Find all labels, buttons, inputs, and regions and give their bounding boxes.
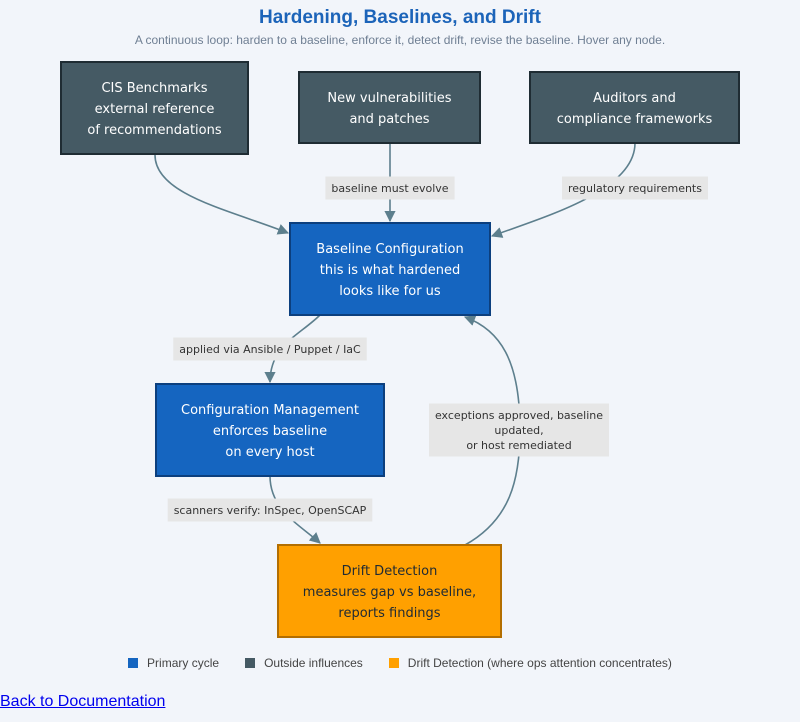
flow-diagram: baseline must evolve regulatory requireme… [60, 61, 740, 638]
node-baseline[interactable]: Baseline Configuration this is what harde… [289, 222, 491, 316]
node-vulns[interactable]: New vulnerabilities and patches [298, 71, 481, 144]
legend-item-drift: Drift Detection (where ops attention con… [388, 656, 672, 670]
node-auditors[interactable]: Auditors and compliance frameworks [529, 71, 740, 144]
node-cis-box [60, 61, 249, 155]
node-vulns-box [298, 71, 481, 144]
legend-label-outside: Outside influences [264, 656, 363, 670]
node-baseline-text: looks like for us [339, 284, 441, 299]
page-subtitle: A continuous loop: harden to a baseline,… [134, 33, 666, 47]
edge-label-text: regulatory requirements [568, 182, 702, 195]
node-cis-text: external reference [95, 102, 215, 117]
node-vulns-text: New vulnerabilities [327, 91, 451, 106]
legend: Primary cycle Outside influences Drift D… [0, 656, 800, 670]
edge-label-text: applied via Ansible / Puppet / IaC [179, 343, 361, 356]
edge-label-text: scanners verify: InSpec, OpenSCAP [174, 504, 367, 517]
node-drift-text: Drift Detection [342, 564, 438, 579]
edge-cis-to-baseline [154, 154, 290, 235]
node-cis[interactable]: CIS Benchmarks external reference of recom… [60, 61, 249, 155]
node-auditors-text: Auditors and [593, 91, 676, 106]
legend-item-outside: Outside influences [245, 656, 363, 670]
edge-label-background [428, 403, 610, 457]
nodes-layer: CIS Benchmarks external reference of recom… [60, 61, 740, 638]
legend-label-drift: Drift Detection (where ops attention con… [407, 656, 672, 670]
node-baseline-text: Baseline Configuration [316, 242, 463, 257]
edge-label-text: or host remediated [466, 439, 571, 452]
legend-swatch-primary [128, 658, 139, 668]
legend-swatch-drift [388, 658, 399, 668]
node-config-box [155, 383, 385, 477]
edge-label-drift-to-baseline: exceptions approved, baseline updated, or … [428, 403, 610, 457]
edge-label-text: exceptions approved, baseline [435, 409, 603, 422]
edge-label-background [562, 176, 708, 200]
node-config[interactable]: Configuration Management enforces baselin… [155, 383, 385, 477]
node-config-text: enforces baseline [213, 424, 327, 439]
edge-label-vulns-to-baseline: baseline must evolve [325, 176, 455, 200]
edge-label-auditors-to-baseline: regulatory requirements [562, 176, 708, 200]
node-auditors-box [529, 71, 740, 144]
page-title: Hardening, Baselines, and Drift [259, 7, 541, 28]
node-baseline-text: this is what hardened [320, 263, 461, 278]
edge-label-config-to-drift: scanners verify: InSpec, OpenSCAP [167, 498, 373, 522]
legend-label-primary: Primary cycle [147, 656, 220, 670]
legend-item-primary: Primary cycle [128, 656, 219, 670]
node-auditors-text: compliance frameworks [557, 112, 713, 127]
edge-label-baseline-to-config: applied via Ansible / Puppet / IaC [173, 337, 367, 361]
node-drift-text: reports findings [338, 606, 440, 621]
edge-label-text: baseline must evolve [331, 182, 448, 195]
node-cis-text: of recommendations [87, 123, 222, 138]
edge-label-background [167, 498, 373, 522]
edge-labels-layer: baseline must evolve regulatory requireme… [167, 176, 708, 522]
node-cis-text: CIS Benchmarks [101, 81, 207, 96]
legend-swatch-outside [245, 658, 256, 668]
node-drift-text: measures gap vs baseline, [303, 585, 476, 600]
edge-label-text: updated, [494, 424, 543, 437]
edge-label-background [173, 337, 367, 361]
edge-label-background [325, 176, 455, 200]
node-baseline-box [289, 222, 491, 316]
node-config-text: on every host [225, 445, 314, 460]
node-vulns-text: and patches [349, 112, 429, 127]
node-drift[interactable]: Drift Detection measures gap vs baseline,… [277, 544, 502, 638]
node-drift-box [277, 544, 502, 638]
node-config-text: Configuration Management [181, 403, 359, 418]
back-to-documentation-link[interactable]: Back to Documentation [0, 693, 166, 710]
